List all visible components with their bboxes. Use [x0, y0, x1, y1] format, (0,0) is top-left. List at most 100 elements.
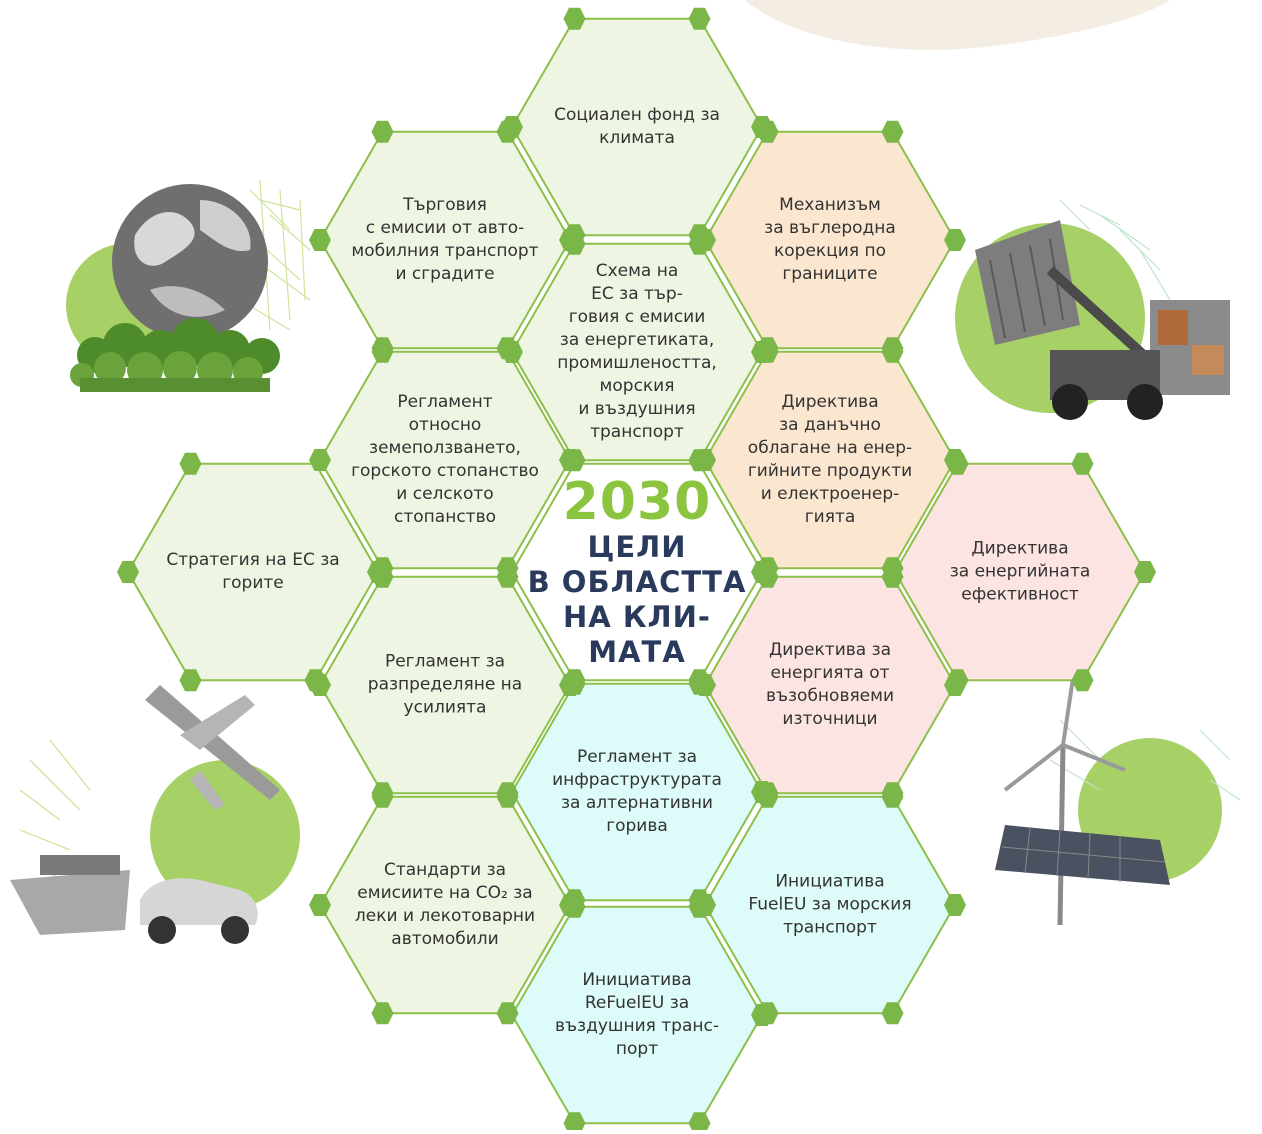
- connector-node: [881, 785, 904, 808]
- hexagon-label-line: и въздушния: [578, 399, 696, 419]
- center-title-line: НА КЛИ-: [563, 600, 711, 634]
- connector-node: [179, 669, 202, 692]
- hexagon-label-line: за енергийната: [949, 561, 1091, 582]
- connector-node: [563, 895, 586, 918]
- hexagon-label-line: усилията: [403, 697, 487, 718]
- hexagon-label-line: FuelEU за морския: [748, 894, 912, 915]
- hexagon-label-line: Регламент за: [384, 651, 506, 672]
- center-year: 2030: [562, 472, 712, 532]
- hexagon-label-line: Регламент: [397, 392, 493, 412]
- hexagon-label-line: въздушния транс-: [555, 1016, 719, 1036]
- connector-node: [881, 565, 904, 588]
- hexagon-label-line: морския: [599, 376, 675, 396]
- hexagon-label-line: автомобили: [391, 929, 499, 949]
- hexagon-label-line: за данъчно: [779, 415, 881, 435]
- hexagon-label-cbam: Механизъм за въглеродна корекция по граници…: [730, 194, 930, 286]
- connector-node: [1134, 561, 1156, 583]
- connector-node: [563, 7, 586, 30]
- hexagon-label-line: за енергетиката,: [559, 330, 715, 350]
- hexagon-label-line: инфраструктурата: [552, 770, 722, 790]
- hexagon-label-line: леки и лекотоварни: [354, 906, 536, 926]
- connector-node: [371, 340, 394, 363]
- hexagon-label-line: стопанство: [394, 507, 496, 527]
- center-title-line: В ОБЛАСТТА: [527, 565, 747, 599]
- hexagon-label-line: гията: [804, 507, 856, 527]
- hexagon-label-line: Социален фонд за: [554, 105, 720, 125]
- hexagon-label-line: Директива за: [768, 640, 892, 660]
- hexagon-label-line: ЕС за тър-: [591, 284, 683, 304]
- connector-node: [944, 894, 966, 916]
- transport-illustration: [10, 685, 300, 944]
- connector-node: [756, 120, 779, 143]
- hexagon-label-line: Регламент за: [576, 747, 698, 767]
- earth-forest-illustration: [66, 179, 311, 392]
- hexagon-label-line: облагане на енер-: [747, 438, 913, 458]
- hexagon-label-energy-taxation: Директива за данъчно облагане на енер-гийн…: [730, 391, 930, 529]
- hexagon-label-renewables: Директива за енергията от възобновяеми изто…: [730, 639, 930, 731]
- connector-node: [371, 1002, 394, 1025]
- hexagon-label-line: и електроенер-: [760, 484, 900, 504]
- connector-node: [946, 452, 969, 475]
- hexagon-label-line: Директива: [781, 392, 879, 412]
- connector-nodes: [117, 7, 1156, 1134]
- hexagon-label-line: границите: [782, 264, 878, 284]
- connector-node: [688, 672, 711, 695]
- hexagon-label-line: корекция по: [774, 241, 886, 261]
- hexagon-label-line: транспорт: [783, 917, 877, 938]
- connector-node: [371, 120, 394, 143]
- connector-node: [309, 894, 331, 916]
- hexagon-label-line: Механизъм: [779, 195, 881, 215]
- hexagon-label-line: относно: [408, 415, 482, 435]
- renewable-energy-illustration: [995, 664, 1241, 926]
- connector-node: [688, 7, 711, 30]
- hexagon-label-line: гийните продукти: [747, 461, 913, 481]
- hexagon-label-line: и сградите: [395, 264, 495, 284]
- hexagon-label-line: порт: [615, 1039, 659, 1059]
- connector-node: [756, 785, 779, 808]
- connector-node: [309, 674, 331, 696]
- connector-node: [496, 120, 519, 143]
- connector-node: [496, 1002, 519, 1025]
- center-title-line: МАТА: [588, 635, 686, 669]
- connector-node: [371, 565, 394, 588]
- connector-node: [563, 1112, 586, 1134]
- hexagon-label-line: възобновяеми: [765, 686, 895, 706]
- hexagon-label-line: за въглеродна: [764, 218, 896, 238]
- connector-node: [563, 672, 586, 695]
- hexagon-label-line: ReFuelEU за: [584, 993, 690, 1013]
- hexagon-label-line: транспорт: [590, 422, 684, 442]
- connector-node: [309, 449, 331, 471]
- hexagon-label-line: Стратегия на ЕС за: [166, 550, 340, 570]
- hexagon-label-line: енергията от: [770, 663, 890, 683]
- connector-node: [563, 232, 586, 255]
- connector-node: [688, 1112, 711, 1134]
- center-title-line: ЦЕЛИ: [587, 530, 687, 564]
- connector-node: [688, 232, 711, 255]
- hexagon-label-line: ефективност: [961, 584, 1079, 605]
- hexagon-label-line: мобилния транспорт: [351, 241, 539, 261]
- connector-node: [756, 565, 779, 588]
- container-crane-illustration: [955, 199, 1230, 420]
- connector-node: [944, 674, 966, 696]
- connector-node: [751, 1004, 773, 1026]
- hexagon-label-line: земеползването,: [369, 438, 521, 458]
- connector-node: [881, 1002, 904, 1025]
- hexagon-label-line: Стандарти за: [383, 860, 507, 880]
- hexagon-label-line: Директива: [971, 538, 1069, 559]
- hexagon-label-line: и селското: [396, 484, 494, 504]
- connector-node: [559, 449, 581, 471]
- hexagon-label-line: емисиите на CO₂ за: [357, 883, 533, 903]
- connector-node: [756, 340, 779, 363]
- connector-node: [371, 785, 394, 808]
- hexagon-label-line: източници: [782, 709, 878, 729]
